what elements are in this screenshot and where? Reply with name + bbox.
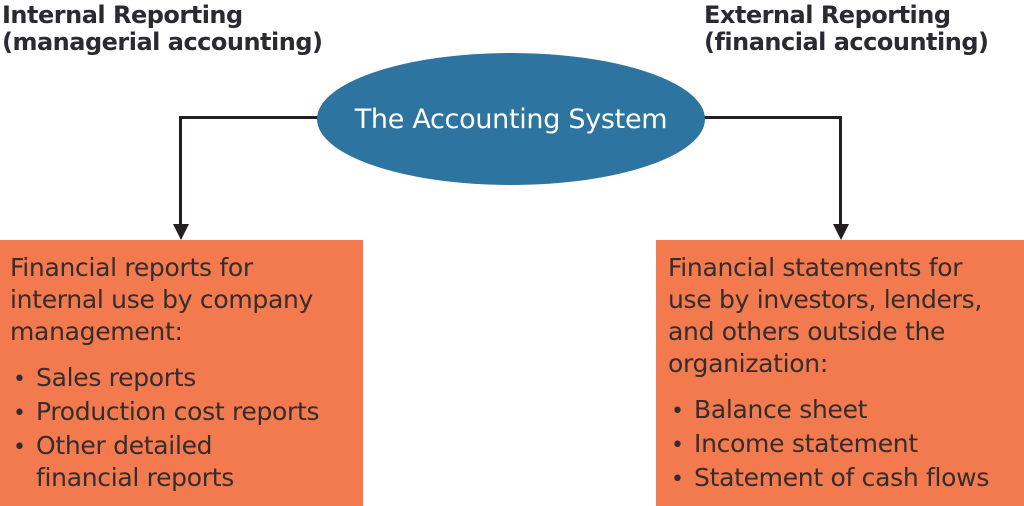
external-reporting-heading-line1: External Reporting [704, 1, 951, 29]
internal-bullet-list: Sales reports Production cost reports Ot… [10, 362, 357, 494]
list-item: Balance sheet [668, 394, 1020, 428]
bullet-label: Sales reports [36, 363, 196, 392]
internal-reporting-heading: Internal Reporting (managerial accountin… [2, 2, 323, 56]
list-item: Production cost reports [10, 396, 357, 430]
list-item: Other detailed financial reports [10, 430, 357, 494]
external-statements-box: Financial statements for use by investor… [656, 240, 1024, 506]
internal-reporting-heading-line2: (managerial accounting) [2, 28, 323, 56]
bullet-icon [10, 430, 36, 494]
bullet-icon [668, 462, 694, 496]
bullet-label: Production cost reports [36, 397, 320, 426]
left-arrowhead-icon [173, 224, 189, 240]
bullet-icon [668, 394, 694, 428]
list-item: Statement of cash flows [668, 462, 1020, 496]
right-connector-horizontal-line [698, 116, 842, 119]
external-box-paragraph: Financial statements for use by investor… [668, 253, 982, 378]
right-arrowhead-icon [833, 224, 849, 240]
right-connector-vertical-line [839, 116, 842, 226]
bullet-label: Balance sheet [694, 395, 868, 424]
internal-box-paragraph: Financial reports for internal use by co… [10, 253, 314, 346]
left-connector-horizontal-line [179, 116, 325, 119]
list-item: Income statement [668, 428, 1020, 462]
bullet-label: Other detailed financial reports [36, 431, 234, 492]
internal-reports-box: Financial reports for internal use by co… [0, 240, 363, 506]
list-item: Sales reports [10, 362, 357, 396]
internal-reporting-heading-line1: Internal Reporting [2, 1, 243, 29]
left-connector-vertical-line [179, 116, 182, 226]
external-reporting-heading-line2: (financial accounting) [704, 28, 989, 56]
accounting-system-node: The Accounting System [317, 53, 705, 185]
bullet-icon [10, 362, 36, 396]
bullet-icon [668, 428, 694, 462]
external-bullet-list: Balance sheet Income statement Statement… [668, 394, 1020, 496]
bullet-icon [10, 396, 36, 430]
bullet-label: Income statement [694, 429, 918, 458]
bullet-label: Statement of cash flows [694, 463, 990, 492]
accounting-system-label: The Accounting System [354, 103, 668, 135]
external-reporting-heading: External Reporting (financial accounting… [704, 1, 989, 56]
